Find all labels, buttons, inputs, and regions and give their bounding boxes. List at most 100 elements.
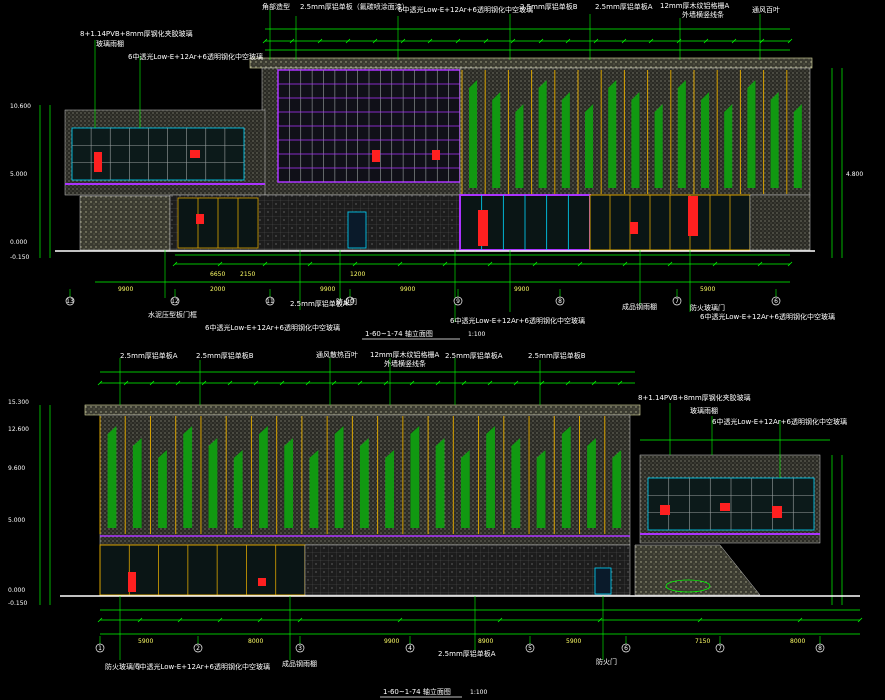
dim-tick	[455, 38, 461, 44]
dim-tick	[539, 380, 545, 386]
axis-label: 6	[624, 645, 628, 652]
axis-label: 4	[408, 645, 412, 652]
top-left-base	[79, 195, 171, 251]
green-fin	[259, 426, 268, 528]
bottom-level-2: 12.600	[8, 426, 29, 433]
dim-tick	[149, 380, 155, 386]
green-fin	[511, 438, 521, 528]
axis-bubble	[295, 643, 305, 653]
top-parapet	[249, 57, 813, 69]
green-fin	[561, 426, 571, 528]
top-level-3: 4.800	[846, 171, 863, 178]
dim-tick	[297, 617, 303, 623]
dim-tick	[383, 380, 389, 386]
bottom-elevation	[39, 358, 863, 660]
dim-tick	[345, 38, 351, 44]
dim-tick	[593, 38, 599, 44]
dim-tick	[435, 380, 441, 386]
dim-tick	[565, 380, 571, 386]
green-fin	[309, 450, 319, 528]
axis-bubble	[525, 643, 535, 653]
green-fin	[334, 426, 344, 528]
bottom-level-1: 15.300	[8, 399, 29, 406]
callout-canopy: 玻璃雨棚	[96, 39, 124, 48]
note-fire-door: 防火门	[336, 297, 357, 306]
callout-b-louver: 通风散热百叶	[316, 350, 358, 359]
top-drawing-title: 1-60~1-74 轴立面图	[365, 329, 433, 338]
dim-tick	[217, 261, 223, 267]
dim-tick	[289, 38, 295, 44]
dim-tick	[532, 261, 538, 267]
bottom-drawing-scale: 1:100	[470, 689, 487, 696]
top-level-2: 5.000	[10, 171, 27, 178]
axis-bubble	[815, 643, 825, 653]
note-door-frame: 水泥压型板门框	[148, 310, 197, 319]
bottom-fire-door	[594, 567, 612, 595]
green-fin	[612, 450, 622, 528]
bot-dim-2: 8000	[248, 638, 263, 645]
green-fin	[700, 92, 710, 188]
axis-bubble	[345, 296, 355, 306]
dim-tick	[317, 38, 323, 44]
bottom-plant-mark	[665, 579, 711, 593]
green-fin	[435, 438, 445, 528]
callout-low-e-glass: 6中透光Low-E+12Ar+6透明钢化中空玻璃	[398, 5, 533, 14]
callout-b-canopy: 玻璃雨棚	[690, 406, 718, 415]
bot-dim-1: 5900	[138, 638, 153, 645]
dim-tick	[621, 38, 627, 44]
top-leader-lines	[94, 10, 761, 322]
dim-tick	[427, 38, 433, 44]
dim-tick	[305, 380, 311, 386]
callout-corner: 角部造型	[262, 2, 290, 11]
bottom-red-door-marks	[128, 503, 782, 592]
dim-tick	[797, 617, 803, 623]
callout-b-lines: 外墙横竖线条	[384, 359, 426, 368]
axis-label: 5	[528, 645, 532, 652]
green-fin	[486, 426, 495, 528]
bot-dim-4: 8900	[478, 638, 493, 645]
axis-bubble	[405, 643, 415, 653]
top-green-fins	[461, 70, 802, 194]
dim-tick	[331, 380, 337, 386]
bottom-level-4: 5.000	[8, 517, 25, 524]
dim-tick	[577, 261, 583, 267]
top-dim-7: 6650	[210, 271, 225, 278]
axis-bubble	[95, 643, 105, 653]
dim-tick	[442, 261, 448, 267]
green-fin	[724, 104, 733, 188]
green-fin	[770, 92, 779, 188]
axis-label: 6	[774, 298, 778, 305]
dim-tick	[591, 380, 597, 386]
bottom-parapet	[84, 404, 641, 416]
dim-tick	[262, 261, 268, 267]
dim-tick	[787, 38, 793, 44]
callout-b-wood-grille: 12mm厚木纹铝格栅A	[370, 350, 440, 359]
top-dim-1: 9900	[118, 286, 133, 293]
top-drawing-scale: 1:100	[468, 331, 485, 338]
dim-tick	[513, 380, 519, 386]
callout-louver: 通风百叶	[752, 5, 780, 14]
green-fin	[158, 450, 167, 528]
bottom-drawing-title: 1-60~1-74 轴立面图	[383, 687, 451, 696]
axis-label: 3	[298, 645, 302, 652]
axis-bubble	[65, 296, 75, 306]
dim-tick	[487, 261, 493, 267]
bottom-dimension-ticks	[97, 380, 863, 623]
axis-bubble	[453, 296, 463, 306]
axis-label: 2	[196, 645, 200, 652]
dim-tick	[497, 617, 503, 623]
top-dim-8: 2150	[240, 271, 255, 278]
bot-dim-3: 9900	[384, 638, 399, 645]
dim-tick	[667, 261, 673, 267]
note-glass-3: 6中透光Low-E+12Ar+6透明钢化中空玻璃	[700, 312, 835, 321]
axis-bubble	[771, 296, 781, 306]
dim-tick	[510, 38, 516, 44]
dim-tick	[676, 38, 682, 44]
dim-tick	[177, 617, 183, 623]
top-bottom-dims: 9900 2000 9900 9900 9900 5900 6650 2150 …	[118, 271, 715, 293]
green-fin	[677, 80, 686, 188]
green-fin	[654, 104, 663, 188]
dim-tick	[483, 38, 489, 44]
